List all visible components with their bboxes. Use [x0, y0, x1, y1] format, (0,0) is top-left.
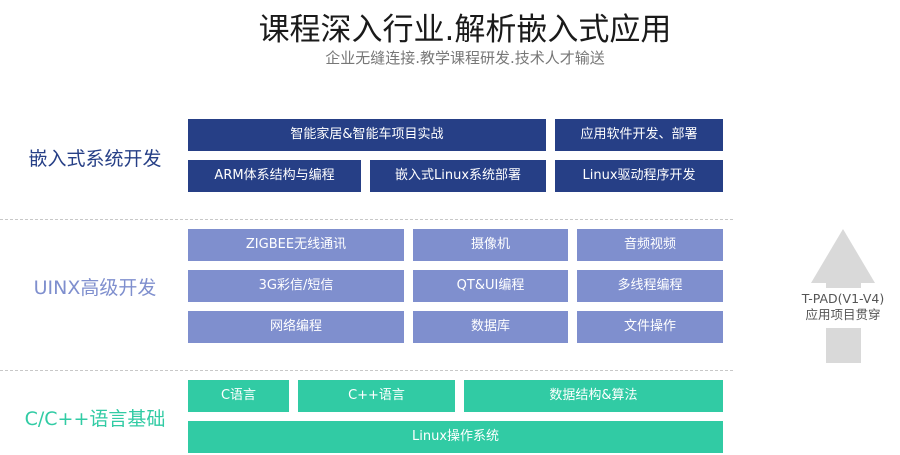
course-box: 文件操作 — [577, 311, 723, 343]
course-box: C++语言 — [298, 380, 455, 412]
course-box: 数据库 — [413, 311, 568, 343]
page-title: 课程深入行业.解析嵌入式应用 — [258, 12, 672, 48]
course-box: 数据结构&算法 — [464, 380, 723, 412]
arrow-head — [811, 229, 875, 283]
course-box: Linux操作系统 — [188, 421, 723, 453]
arrow-label-line2: 应用项目贯穿 — [805, 307, 881, 322]
course-box: Linux驱动程序开发 — [555, 160, 723, 192]
arrow-shaft-top — [826, 282, 861, 288]
course-box: 音频视频 — [577, 229, 723, 261]
section-label-embedded: 嵌入式系统开发 — [28, 148, 162, 170]
course-box: 智能家居&智能车项目实战 — [188, 119, 546, 151]
course-box: 3G彩信/短信 — [188, 270, 404, 302]
section-divider — [0, 219, 733, 220]
section-label-uinx: UINX高级开发 — [33, 277, 157, 299]
section-label-c-cpp: C/C++语言基础 — [24, 408, 166, 430]
course-box: 摄像机 — [413, 229, 568, 261]
course-box: QT&UI编程 — [413, 270, 568, 302]
course-box: ARM体系结构与编程 — [188, 160, 361, 192]
arrow-label-line1: T-PAD(V1-V4) — [801, 291, 885, 306]
course-box: ZIGBEE无线通讯 — [188, 229, 404, 261]
course-box: 多线程编程 — [577, 270, 723, 302]
arrow-shaft-bottom — [826, 328, 861, 363]
course-box: 网络编程 — [188, 311, 404, 343]
course-box: C语言 — [188, 380, 289, 412]
page-subtitle: 企业无缝连接.教学课程研发.技术人才输送 — [325, 49, 605, 67]
course-box: 嵌入式Linux系统部署 — [370, 160, 546, 192]
course-box: 应用软件开发、部署 — [555, 119, 723, 151]
section-divider — [0, 370, 733, 371]
